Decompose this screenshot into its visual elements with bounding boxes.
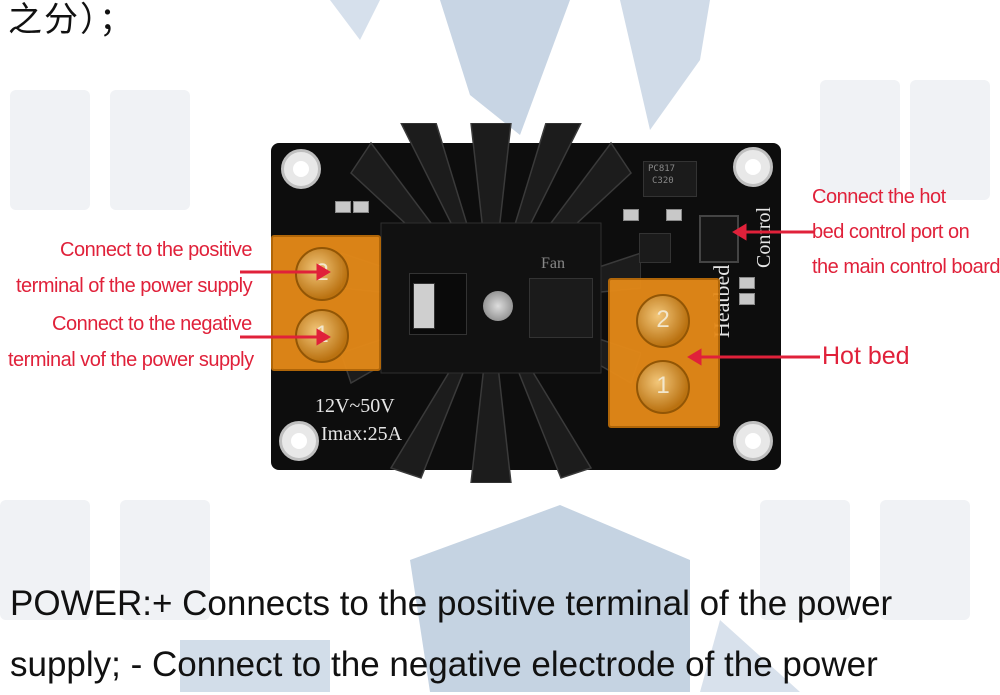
annotation-negative-line1: Connect to the negative <box>52 313 252 335</box>
mounting-hole <box>733 421 773 461</box>
mounting-hole <box>733 147 773 187</box>
description-line1: POWER:+ Connects to the positive termina… <box>10 584 893 623</box>
mounting-screw <box>483 291 513 321</box>
header-partial-text: 之分）； <box>8 0 135 40</box>
annotation-control-line1: Connect the hot <box>812 186 946 208</box>
annotation-control-line3: the main control board <box>812 256 1000 278</box>
annotation-hot-bed: Hot bed <box>822 342 910 370</box>
fan-connector <box>529 278 593 338</box>
transistor <box>639 233 671 263</box>
led <box>623 209 639 221</box>
current-label: Imax:25A <box>321 423 403 445</box>
mounting-hole <box>279 421 319 461</box>
led <box>353 201 369 213</box>
annotation-negative-line2: terminal vof the power supply <box>8 349 254 371</box>
terminal-screw: 2 <box>636 294 690 348</box>
voltage-label: 12V~50V <box>315 395 395 417</box>
description-line2: supply; - Connect to the negative electr… <box>10 645 878 684</box>
chip-code-a: PC817 <box>648 164 676 174</box>
terminal-screw: 1 <box>636 360 690 414</box>
led <box>666 209 682 221</box>
annotation-positive-line1: Connect to the positive <box>60 239 252 261</box>
mounting-hole <box>281 149 321 189</box>
optocoupler: PC817 C320 <box>643 161 697 197</box>
annotation-positive-line2: terminal of the power supply <box>16 275 253 297</box>
mosfet-tab <box>413 283 435 329</box>
control-connector <box>699 215 739 263</box>
led <box>335 201 351 213</box>
description-text: POWER:+ Connects to the positive termina… <box>10 573 995 695</box>
led <box>739 293 755 305</box>
chip-code-b: C320 <box>652 176 674 186</box>
annotation-control-line2: bed control port on <box>812 221 970 243</box>
power-terminal: 2 1 <box>271 235 381 371</box>
led <box>739 277 755 289</box>
fan-label: Fan <box>541 255 565 272</box>
